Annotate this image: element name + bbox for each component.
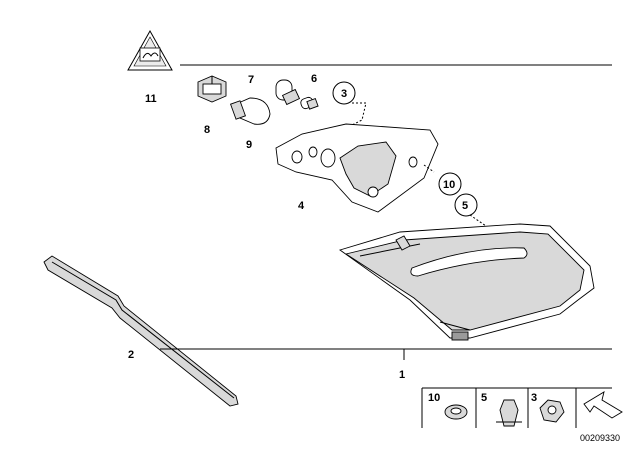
- callout-7: 7: [248, 74, 254, 86]
- bulb-7: [275, 79, 301, 106]
- callout-5: 5: [462, 200, 468, 212]
- bulb-6: [300, 96, 319, 110]
- callout-9: 9: [246, 139, 252, 151]
- bulb-socket: [197, 75, 227, 103]
- seal-strip: [43, 255, 239, 407]
- callout-8: 8: [204, 124, 210, 136]
- bulb-9: [229, 97, 271, 125]
- bulb-warning-triangle-icon: [127, 29, 173, 71]
- legend-box: [421, 387, 612, 428]
- leader-3: [345, 102, 367, 129]
- callout-4: 4: [298, 200, 305, 212]
- tail-light-housing: [338, 223, 595, 341]
- callout-circle-5: [454, 193, 478, 217]
- leader-5: [469, 214, 487, 227]
- callout-3: 3: [341, 88, 347, 100]
- legend-label-3: 3: [531, 392, 537, 404]
- legend-label-5: 5: [481, 392, 487, 404]
- callout-6: 6: [311, 73, 317, 85]
- callout-10: 10: [443, 179, 455, 191]
- expanding-rivet-5: [496, 399, 522, 427]
- callout-2: 2: [128, 349, 134, 361]
- legend-label-10: 10: [428, 392, 440, 404]
- callout-circle-3: [332, 81, 356, 105]
- callout-1: 1: [399, 369, 405, 381]
- arrow-icon: [583, 391, 623, 419]
- bulb-carrier-plate: [275, 123, 439, 213]
- hex-nut-3: [539, 399, 565, 423]
- grommet-10: [444, 404, 468, 420]
- callout-circle-10: [438, 172, 462, 196]
- callout-11: 11: [145, 93, 157, 105]
- doc-number: 00209330: [580, 433, 620, 443]
